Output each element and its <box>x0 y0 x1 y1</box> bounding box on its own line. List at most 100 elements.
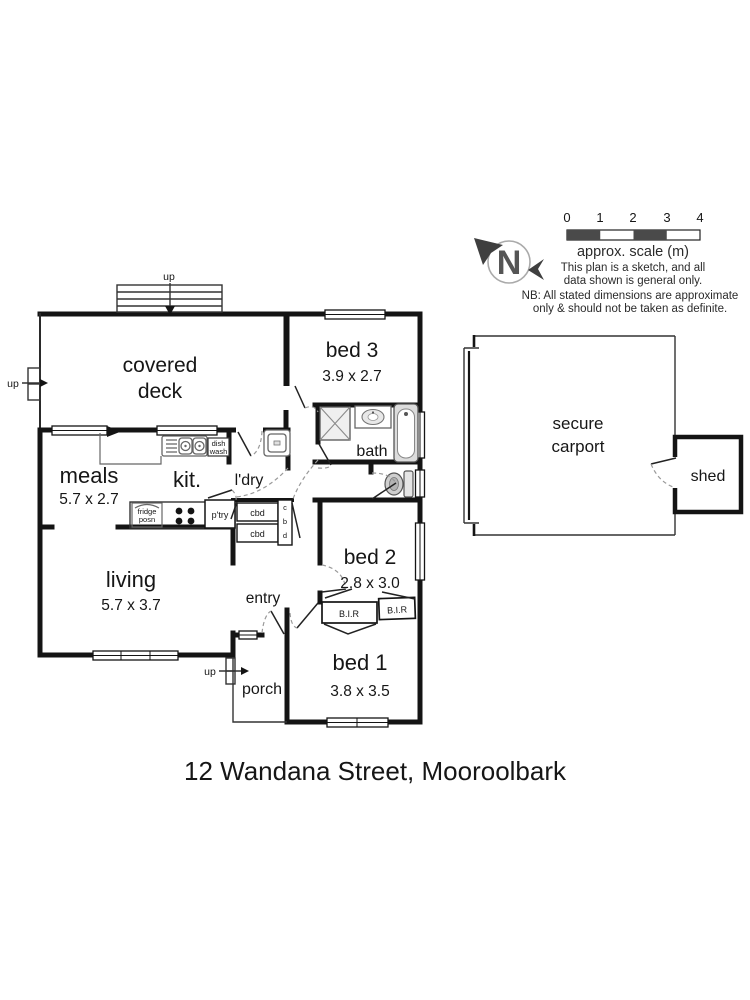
carport-gate <box>463 347 479 524</box>
scale-tick-0: 0 <box>563 210 570 225</box>
window-bed3 <box>324 309 386 320</box>
door-front-entry <box>261 610 285 635</box>
down-arrowhead-icon <box>165 306 175 315</box>
hall-cupboards: cbd cbd c b d <box>230 499 301 546</box>
room-label-carport-2: carport <box>552 437 605 456</box>
room-label-covered-deck-1: covered <box>123 354 198 377</box>
doors <box>235 385 397 635</box>
up-label-side: up <box>7 378 19 390</box>
shed <box>650 434 744 515</box>
cupboard-letter-c: c <box>283 503 287 512</box>
up-label-porch: up <box>204 666 216 678</box>
cupboard-label-1: cbd <box>250 508 265 518</box>
right-arrowhead-icon <box>40 379 48 387</box>
room-dims-bed3: 3.9 x 2.7 <box>322 368 381 385</box>
window-living <box>92 650 179 661</box>
scale-caption: approx. scale (m) <box>577 244 689 260</box>
page-title: 12 Wandana Street, Mooroolbark <box>184 756 567 786</box>
bir-right-label: B.I.R <box>387 604 408 615</box>
room-label-bath: bath <box>356 443 387 460</box>
cupboard-letter-d: d <box>283 531 287 540</box>
bir-right: B.I.R <box>377 591 417 621</box>
nb-note-line2: only & should not be taken as definite. <box>533 303 727 315</box>
pantry-label: p'try <box>212 510 229 520</box>
porch-outline <box>232 657 287 723</box>
room-label-covered-deck-2: deck <box>138 380 183 403</box>
door-bed1 <box>289 602 319 629</box>
kitchen-sink <box>161 435 208 457</box>
room-label-laundry: l'dry <box>235 472 264 489</box>
scale-bar-segment-dark-1 <box>567 230 601 240</box>
room-label-porch: porch <box>242 681 282 698</box>
door-wc <box>371 472 397 500</box>
door-swing-arc <box>292 459 319 500</box>
window-bed2 <box>414 522 426 581</box>
right-arrowhead-icon <box>241 667 249 675</box>
sketch-note-line1: This plan is a sketch, and all <box>561 262 705 274</box>
toilet <box>384 470 414 498</box>
door-bed2 <box>321 564 347 593</box>
door-gap <box>236 424 263 435</box>
compass-tail-icon <box>528 259 544 280</box>
room-dims-bed2: 2.8 x 3.0 <box>340 575 400 592</box>
slider-arrowhead-icon <box>107 426 121 437</box>
cupboard-label-2: cbd <box>250 529 265 539</box>
fridge-label-1: fridge <box>138 507 157 516</box>
side-step: up <box>7 367 48 401</box>
compass-arrow-icon <box>474 238 503 265</box>
kitchen-bench: fridge posn p'try <box>129 489 237 529</box>
dishwasher-label-2: wash <box>209 447 228 456</box>
room-label-entry: entry <box>246 590 281 607</box>
compass-circle <box>487 240 531 284</box>
dishwasher: dish wash <box>207 437 230 457</box>
fridge-label-2: posn <box>139 515 155 524</box>
house-walls <box>37 311 423 725</box>
carport <box>463 335 676 536</box>
room-label-kitchen: kit. <box>173 467 201 492</box>
bathtub <box>393 403 419 463</box>
bir-left: B.I.R <box>321 588 378 635</box>
nb-note-line1: NB: All stated dimensions are approximat… <box>522 290 739 302</box>
window-meals <box>51 425 108 436</box>
room-labels: covered deck bed 3 3.9 x 2.7 bath meals … <box>59 339 725 700</box>
room-label-living: living <box>106 567 156 592</box>
vanity-basin <box>354 405 392 429</box>
cupboard-letter-b: b <box>283 517 287 526</box>
room-dims-living: 5.7 x 3.7 <box>101 597 160 614</box>
scale-tick-4: 4 <box>696 210 703 225</box>
scale-tick-2: 2 <box>629 210 636 225</box>
door-bath <box>317 443 332 469</box>
door-deck-laundry <box>237 430 263 457</box>
up-label-deck: up <box>163 271 175 283</box>
scale-bar: 0 1 2 3 4 approx. scale (m) This plan is… <box>522 210 739 315</box>
door-swing-arc <box>235 467 289 498</box>
door-gap <box>282 386 293 410</box>
room-label-bed2: bed 2 <box>344 546 397 569</box>
window-bed1 <box>326 717 389 728</box>
cooktop <box>175 507 195 525</box>
room-label-shed: shed <box>691 468 726 485</box>
door-bed3 <box>294 385 319 413</box>
kitchen-counter-edge <box>99 433 162 465</box>
scale-tick-1: 1 <box>596 210 603 225</box>
fridge: fridge posn <box>131 502 163 528</box>
shower <box>319 406 351 441</box>
windows <box>51 309 426 728</box>
window-wc <box>414 469 426 498</box>
sketch-note-line2: data shown is general only. <box>564 275 703 287</box>
window-kitchen <box>156 425 218 436</box>
scale-bar-segment-dark-2 <box>633 230 667 240</box>
room-label-carport-1: secure <box>552 414 603 433</box>
scale-tick-3: 3 <box>663 210 670 225</box>
compass-letter: N <box>497 244 522 282</box>
window-entry <box>238 630 258 640</box>
deck-steps: up <box>116 271 223 315</box>
room-label-bed1: bed 1 <box>332 650 387 675</box>
laundry-trough <box>263 429 291 457</box>
room-dims-bed1: 3.8 x 3.5 <box>330 683 389 700</box>
room-label-bed3: bed 3 <box>326 339 379 362</box>
dishwasher-label-1: dish <box>212 439 226 448</box>
room-dims-meals: 5.7 x 2.7 <box>59 491 118 508</box>
